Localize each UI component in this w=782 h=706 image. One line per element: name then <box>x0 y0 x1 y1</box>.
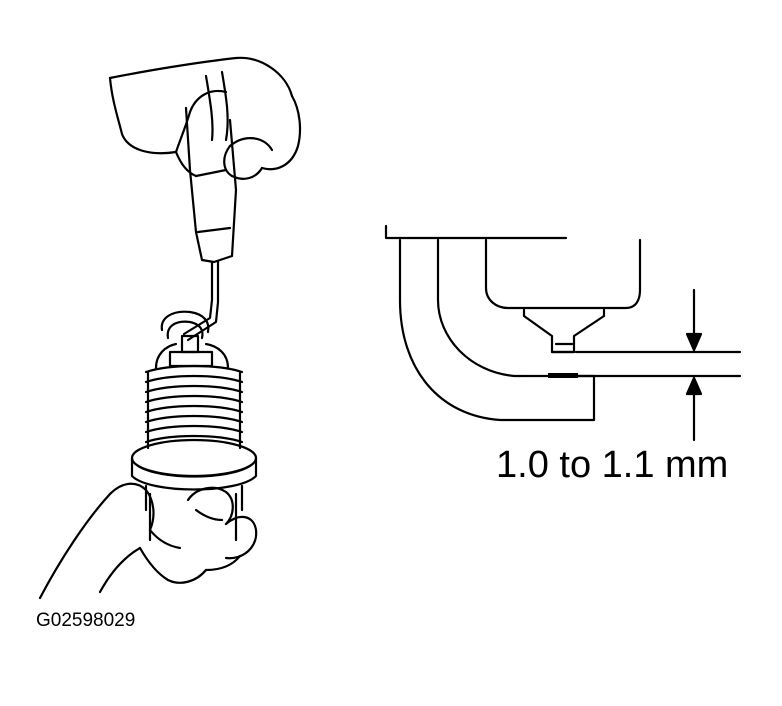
feeler-gauge-icon <box>184 108 236 340</box>
spark-plug-icon <box>132 312 256 540</box>
upper-hand-icon <box>110 58 300 179</box>
figure-id: G02598029 <box>36 610 136 631</box>
lower-hand-icon <box>40 484 256 598</box>
electrode-cross-section <box>386 226 740 440</box>
gap-dimension-label: 1.0 to 1.1 mm <box>496 444 729 486</box>
